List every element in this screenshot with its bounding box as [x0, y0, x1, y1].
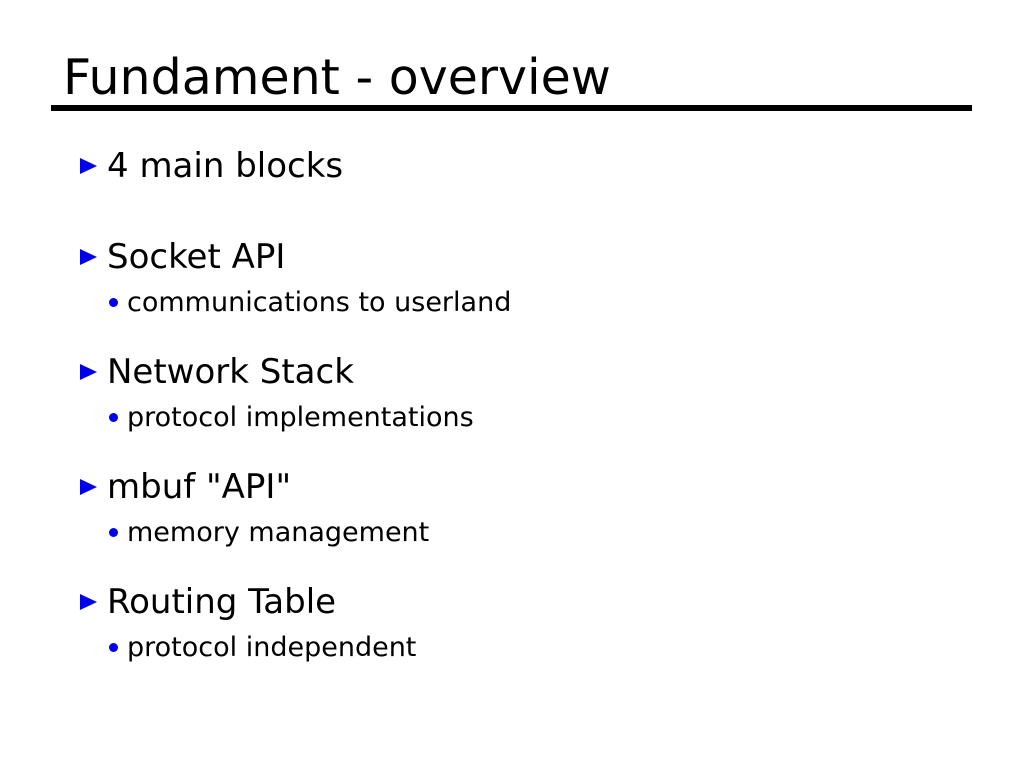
bullet-item-label: Socket API	[107, 237, 286, 277]
dot-icon	[109, 642, 118, 652]
sub-bullet-label: communications to userland	[127, 286, 512, 318]
sub-bullet-item: protocol independent	[109, 631, 511, 663]
bullet-item: 4 main blocks	[80, 143, 511, 189]
bullet-item-label: mbuf "API"	[107, 467, 292, 507]
triangle-right-icon	[80, 479, 97, 495]
triangle-right-icon	[80, 249, 97, 265]
bullet-item: mbuf "API"	[80, 464, 511, 510]
sub-bullet-item: memory management	[109, 516, 511, 548]
bullet-item: Network Stack	[80, 349, 511, 395]
bullet-group: Socket API communications to userland	[80, 234, 511, 318]
sub-bullet-label: memory management	[127, 516, 430, 548]
triangle-right-icon	[80, 364, 97, 380]
bullet-item: Routing Table	[80, 579, 511, 625]
title-underline-rule	[51, 105, 972, 111]
dot-icon	[109, 297, 118, 307]
dot-icon	[109, 412, 118, 422]
slide-title: Fundament - overview	[63, 49, 611, 106]
bullet-item-label: Routing Table	[107, 582, 337, 622]
triangle-right-icon	[80, 594, 97, 610]
sub-bullet-item: communications to userland	[109, 286, 511, 318]
triangle-right-icon	[80, 158, 97, 174]
dot-icon	[109, 527, 118, 537]
bullet-item: Socket API	[80, 234, 511, 280]
bullet-item-label: Network Stack	[107, 352, 354, 392]
sub-bullet-item: protocol implementations	[109, 401, 511, 433]
bullet-group: Routing Table protocol independent	[80, 579, 511, 663]
bullet-list: 4 main blocks Socket API communications …	[80, 143, 511, 694]
bullet-item-label: 4 main blocks	[107, 146, 344, 186]
sub-bullet-label: protocol independent	[127, 631, 417, 663]
bullet-group: 4 main blocks	[80, 143, 511, 189]
bullet-group: Network Stack protocol implementations	[80, 349, 511, 433]
sub-bullet-label: protocol implementations	[127, 401, 474, 433]
bullet-group: mbuf "API" memory management	[80, 464, 511, 548]
